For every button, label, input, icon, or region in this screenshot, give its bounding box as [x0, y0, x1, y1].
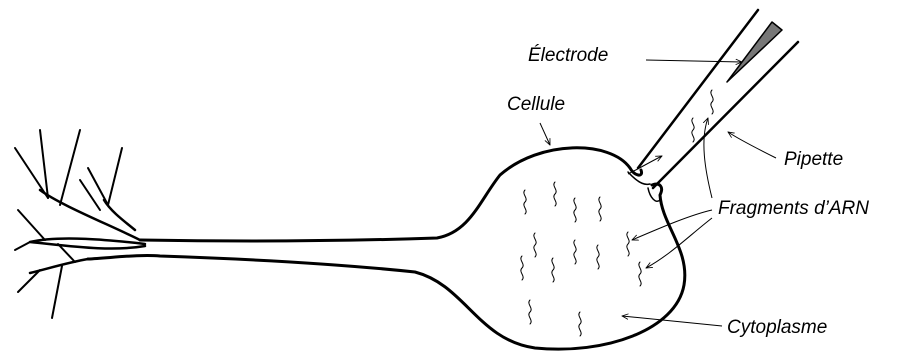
leader-arn-2 [632, 210, 712, 240]
leader-cytoplasme [622, 316, 722, 326]
leader-electrode [646, 60, 742, 62]
dendrite-middle [30, 238, 145, 248]
leader-cellule [540, 123, 550, 145]
electrode [727, 22, 782, 82]
label-fragments-arn: Fragments d’ARN [718, 199, 869, 218]
label-cellule: Cellule [507, 95, 565, 114]
rna-fragments [521, 90, 713, 336]
label-pipette: Pipette [784, 150, 843, 169]
electrode-tip [727, 22, 782, 82]
neuron-outline [30, 148, 685, 349]
label-electrode: Électrode [528, 46, 608, 65]
leader-arn-3 [646, 218, 712, 268]
dendrite-upper [40, 190, 140, 240]
pipette-lower-wall [653, 42, 798, 188]
cell-membrane-path [88, 148, 685, 349]
leader-pipette [728, 132, 776, 158]
label-cytoplasme: Cytoplasme [727, 318, 827, 337]
pipette-tip-lip-lower [648, 188, 660, 201]
